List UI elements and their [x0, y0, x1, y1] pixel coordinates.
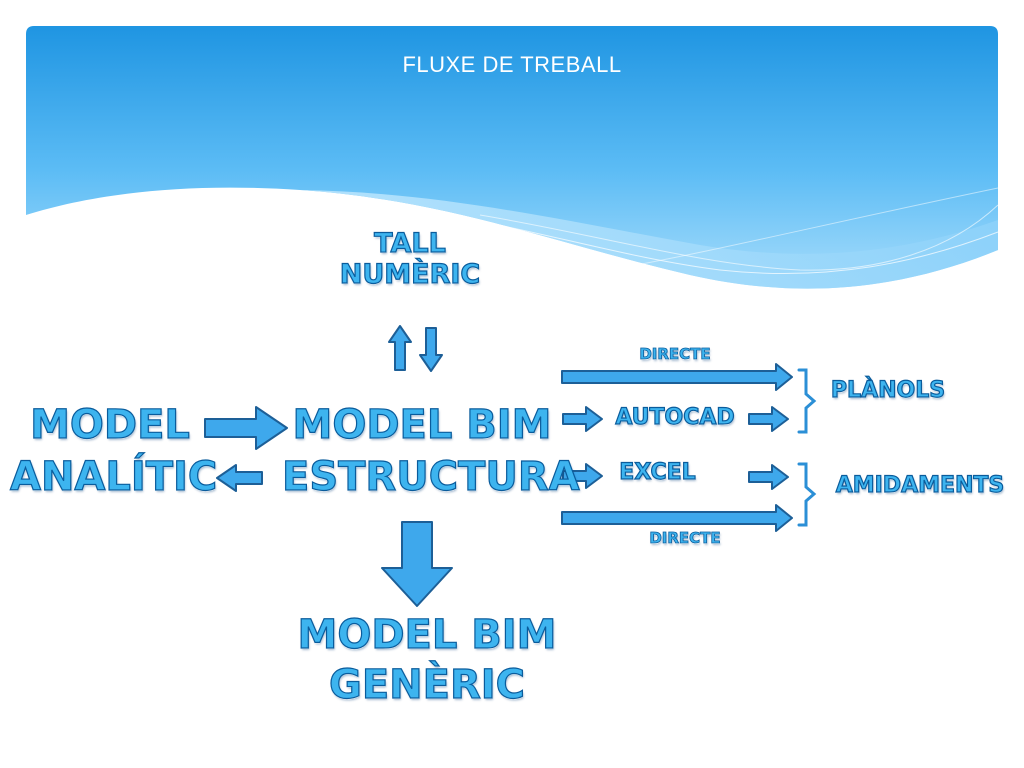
arrow-estructura-to-generic — [381, 521, 453, 607]
slide-title: FLUXE DE TREBALL — [402, 52, 622, 77]
node-model-bim-estructura-line1: MODEL BIM — [292, 402, 552, 448]
brace-amidaments — [797, 462, 817, 527]
label-directe-bottom: DIRECTE — [649, 529, 721, 547]
node-amidaments: AMIDAMENTS — [835, 473, 1005, 498]
arrow-directe-planols — [561, 363, 793, 391]
header-wave-background — [26, 26, 999, 289]
arrow-analitic-to-estructura — [204, 406, 288, 450]
node-tall-numeric: TALL NUMÈRIC — [330, 228, 490, 290]
node-planols: PLÀNOLS — [830, 378, 946, 403]
node-model-analitic: MODEL ANALÍTIC — [9, 402, 218, 500]
arrow-down-from-tall-numeric — [419, 327, 443, 372]
label-directe-top: DIRECTE — [639, 345, 711, 363]
node-model-bim-estructura: MODEL BIM ESTRUCTURA — [281, 402, 580, 500]
arrow-autocad-to-planols — [748, 406, 789, 432]
brace-planols — [797, 368, 817, 434]
node-model-analitic-line1: MODEL — [29, 402, 190, 448]
node-model-bim-generic-line2: GENÈRIC — [328, 662, 525, 708]
arrow-excel-to-amidaments — [748, 464, 789, 490]
node-autocad: AUTOCAD — [615, 405, 736, 430]
node-model-bim-generic-line1: MODEL BIM — [297, 612, 557, 658]
arrow-directe-amidaments — [561, 504, 793, 532]
node-excel: EXCEL — [619, 460, 697, 485]
arrow-estructura-to-excel — [562, 463, 603, 489]
node-model-bim-estructura-line2: ESTRUCTURA — [281, 454, 580, 500]
node-tall-numeric-line1: TALL — [374, 228, 447, 259]
node-tall-numeric-line2: NUMÈRIC — [339, 259, 481, 290]
arrow-estructura-to-analitic — [216, 464, 263, 492]
node-model-analitic-line2: ANALÍTIC — [9, 454, 218, 500]
arrow-up-to-tall-numeric — [388, 325, 412, 371]
node-model-bim-generic: MODEL BIM GENÈRIC — [292, 612, 562, 708]
arrow-estructura-to-autocad — [562, 406, 603, 432]
